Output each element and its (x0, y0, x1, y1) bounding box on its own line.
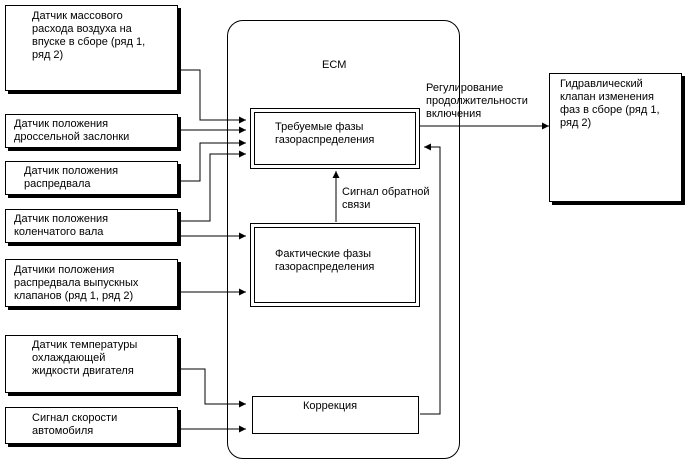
wire-correction (420, 143, 441, 415)
wire-crank-target (180, 150, 246, 222)
input-exhaust-cam-label: Датчики положения распредвала выпускных … (14, 264, 139, 302)
input-camshaft-label: Датчик положения распредвала (24, 165, 119, 190)
target-timing-block: Требуемые фазы газораспределения (250, 108, 420, 169)
input-crankshaft-sensor: Датчик положения коленчатого вала (5, 209, 178, 243)
input-coolant-sensor: Датчик температуры охлаждающей жидкости … (5, 335, 178, 393)
input-speed-signal: Сигнал скорости автомобиля (5, 407, 178, 444)
wire-coolant (180, 368, 246, 408)
correction-block: Коррекция (252, 396, 419, 434)
input-camshaft-sensor: Датчик положения распредвала (5, 161, 178, 195)
target-timing-label: Требуемые фазы газораспределения (275, 121, 375, 146)
wire-camshaft (180, 139, 246, 182)
input-crankshaft-label: Датчик положения коленчатого вала (14, 213, 109, 238)
actual-timing-block: Фактические фазы газораспределения (250, 223, 420, 307)
input-throttle-sensor: Датчик положения дроссельной заслонки (5, 114, 178, 148)
input-throttle-label: Датчик положения дроссельной заслонки (14, 118, 130, 143)
input-maf-sensor: Датчик массового расхода воздуха на впус… (5, 5, 178, 91)
output-hydraulic-valve: Гидравлический клапан изменения фаз в сб… (549, 73, 682, 202)
output-valve-label: Гидравлический клапан изменения фаз в сб… (560, 78, 660, 129)
duty-control-label: Регулирование продолжительности включени… (426, 82, 528, 120)
ecm-title: ECM (322, 59, 347, 71)
ecm-frame (227, 20, 460, 459)
input-maf-label: Датчик массового расхода воздуха на впус… (32, 10, 146, 61)
input-coolant-label: Датчик температуры охлаждающей жидкости … (32, 339, 138, 377)
input-exhaust-cam-sensor: Датчики положения распредвала выпускных … (5, 259, 178, 307)
correction-label: Коррекция (303, 400, 358, 412)
input-speed-label: Сигнал скорости автомобиля (32, 412, 118, 437)
actual-timing-label: Фактические фазы газораспределения (275, 248, 375, 273)
feedback-signal-label: Сигнал обратной связи (342, 186, 430, 211)
wire-maf (180, 69, 246, 124)
